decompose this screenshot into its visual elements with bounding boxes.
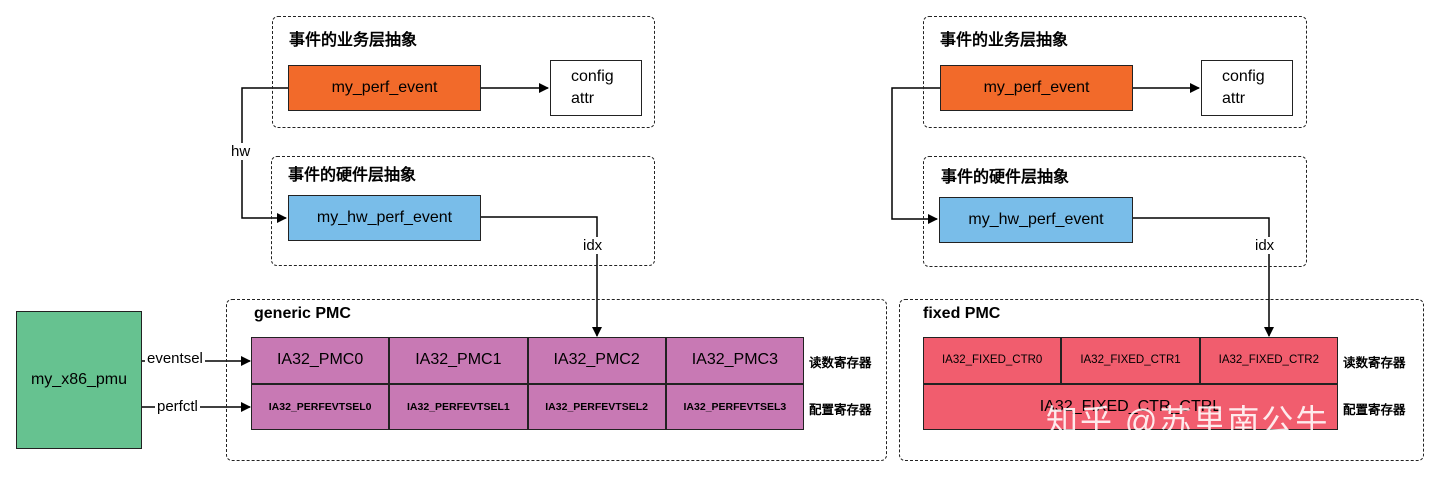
config-attr-box-right[interactable]: config attr bbox=[1201, 60, 1293, 116]
perfevtsel-cell[interactable]: IA32_PERFEVTSEL3 bbox=[665, 383, 804, 430]
hw-perf-event-box-left[interactable]: my_hw_perf_event bbox=[288, 195, 481, 241]
perfevtsel-cell[interactable]: IA32_PERFEVTSEL0 bbox=[251, 383, 390, 430]
fixed-counter-cell[interactable]: IA32_FIXED_CTR1 bbox=[1061, 337, 1200, 384]
fixed-pmc-group bbox=[899, 299, 1424, 461]
event-abstraction-group-right bbox=[923, 16, 1307, 128]
edge-idx-right bbox=[1133, 217, 1274, 337]
fixed-pmc-title: fixed PMC bbox=[923, 305, 1001, 322]
hw-group-title-left: 事件的硬件层抽象 bbox=[288, 167, 417, 184]
generic-read-reg-label: 读数寄存器 bbox=[809, 356, 872, 370]
fixed-counter-cell[interactable]: IA32_FIXED_CTR0 bbox=[923, 337, 1062, 384]
hw-perf-event-box-right[interactable]: my_hw_perf_event bbox=[939, 197, 1133, 243]
event-group-title-left: 事件的业务层抽象 bbox=[289, 32, 418, 49]
event-abstraction-group-left bbox=[272, 16, 655, 128]
hw-edge-label: hw bbox=[229, 143, 253, 160]
edge-hw-right bbox=[891, 87, 940, 224]
generic-pmc-register-grid: IA32_PMC0 IA32_PMC1 IA32_PMC2 IA32_PMC3 … bbox=[251, 337, 804, 430]
eventsel-edge-label: eventsel bbox=[145, 350, 205, 367]
hw-abstraction-group-right bbox=[923, 156, 1307, 267]
x86-pmu-box[interactable]: my_x86_pmu bbox=[16, 311, 142, 449]
pmc-counter-cell[interactable]: IA32_PMC0 bbox=[251, 337, 390, 384]
fixed-pmc-register-grid: IA32_FIXED_CTR0 IA32_FIXED_CTR1 IA32_FIX… bbox=[923, 337, 1338, 430]
idx-edge-label-right: idx bbox=[1253, 237, 1277, 254]
hw-abstraction-group-left bbox=[271, 156, 655, 266]
pmc-counter-cell[interactable]: IA32_PMC2 bbox=[527, 337, 666, 384]
pmc-counter-cell[interactable]: IA32_PMC3 bbox=[665, 337, 804, 384]
pmc-counter-cell[interactable]: IA32_PMC1 bbox=[389, 337, 528, 384]
attr-text: attr bbox=[1222, 90, 1246, 107]
generic-pmc-group bbox=[226, 299, 887, 461]
perf-event-box-left[interactable]: my_perf_event bbox=[288, 65, 481, 111]
zhihu-watermark: 知乎 @苏里南公牛 bbox=[1046, 403, 1330, 439]
fixed-ctr-ctrl-cell[interactable]: IA32_FIXED_CTR_CTRL bbox=[923, 383, 1338, 430]
fixed-read-reg-label: 读数寄存器 bbox=[1343, 356, 1406, 370]
edge-idx-left bbox=[481, 216, 602, 337]
generic-pmc-title: generic PMC bbox=[254, 305, 351, 322]
perfevtsel-cell[interactable]: IA32_PERFEVTSEL1 bbox=[389, 383, 528, 430]
event-group-title-right: 事件的业务层抽象 bbox=[940, 32, 1069, 49]
perfevtsel-cell[interactable]: IA32_PERFEVTSEL2 bbox=[527, 383, 666, 430]
hw-group-title-right: 事件的硬件层抽象 bbox=[941, 169, 1070, 186]
attr-text: attr bbox=[571, 90, 595, 107]
config-attr-box-left[interactable]: config attr bbox=[550, 60, 642, 116]
perf-event-box-right[interactable]: my_perf_event bbox=[940, 65, 1133, 111]
generic-config-reg-label: 配置寄存器 bbox=[809, 403, 872, 417]
config-text: config bbox=[571, 68, 614, 85]
idx-edge-label-left: idx bbox=[581, 237, 605, 254]
perfctl-edge-label: perfctl bbox=[155, 398, 200, 415]
fixed-config-reg-label: 配置寄存器 bbox=[1343, 403, 1406, 417]
fixed-counter-cell[interactable]: IA32_FIXED_CTR2 bbox=[1199, 337, 1338, 384]
config-text: config bbox=[1222, 68, 1265, 85]
